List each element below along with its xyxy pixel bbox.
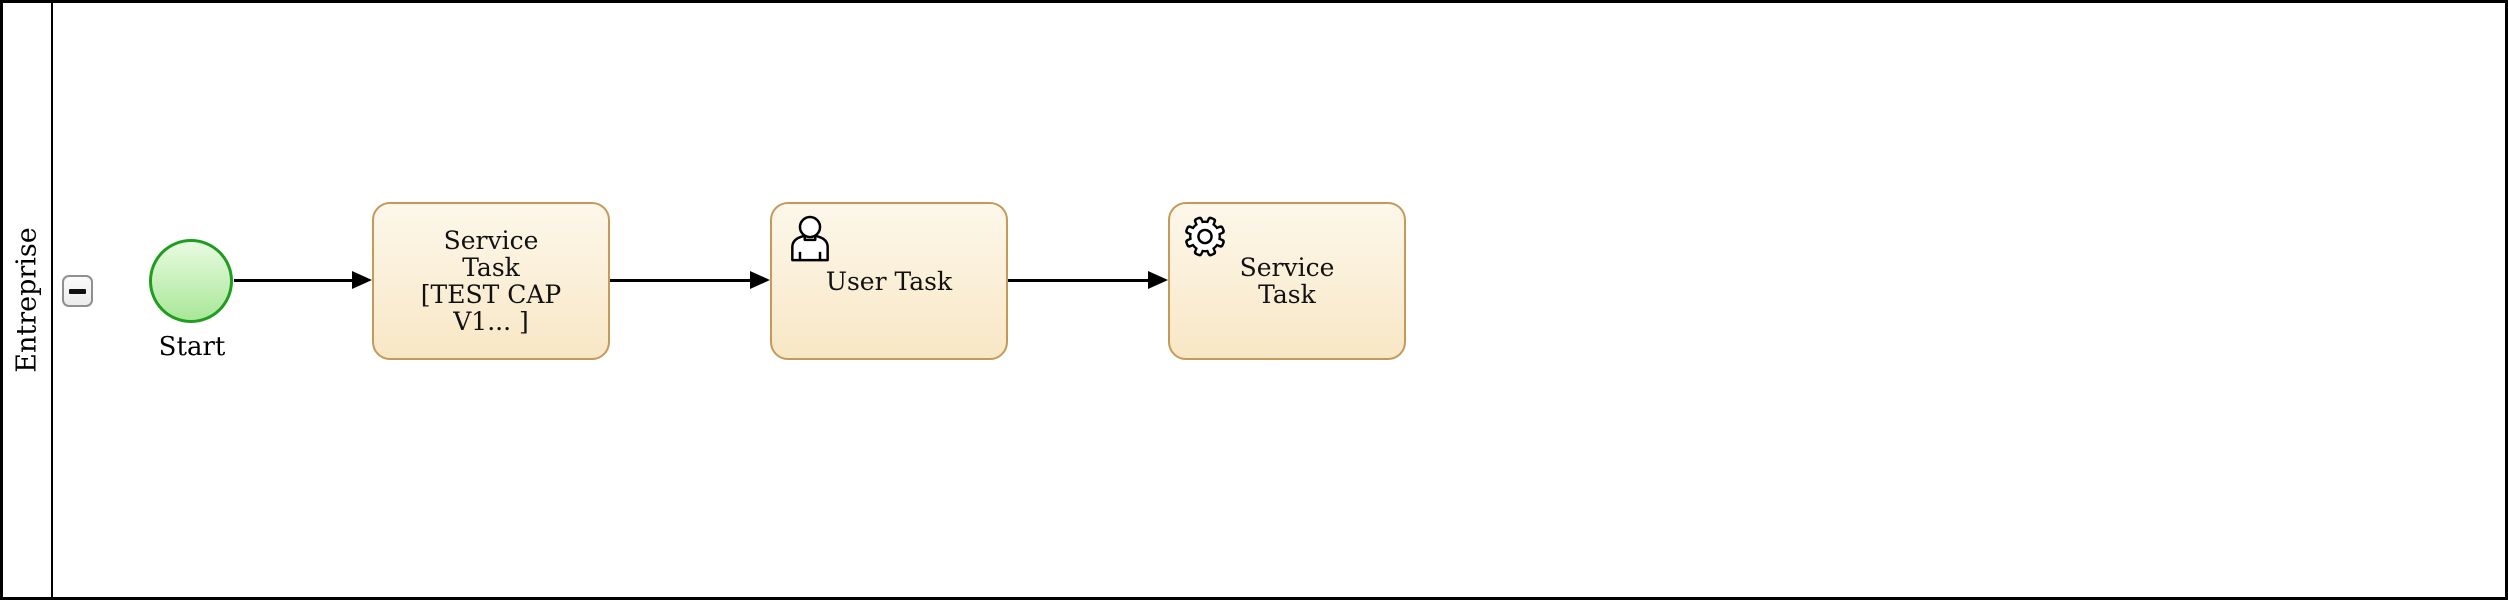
sequence-flow-3[interactable]	[1008, 271, 1168, 289]
flow-line	[234, 278, 353, 282]
pool-name: Entreprise	[11, 227, 43, 373]
arrowhead-icon	[352, 271, 372, 289]
pool-body: Start Service Task [TEST CAP V1... ]	[53, 3, 2505, 597]
user-icon	[791, 215, 829, 262]
task-service-2[interactable]: Service Task	[1168, 202, 1406, 360]
start-event-label: Start	[158, 332, 226, 362]
flow-line	[610, 278, 751, 282]
arrowhead-icon	[750, 271, 770, 289]
sequence-flow-1[interactable]	[234, 271, 372, 289]
task-label: Service Task	[1239, 253, 1335, 309]
task-user[interactable]: User Task	[770, 202, 1008, 360]
sequence-flow-2[interactable]	[610, 271, 770, 289]
arrowhead-icon	[1148, 271, 1168, 289]
start-event[interactable]	[149, 239, 233, 323]
pool-label-band[interactable]: Entreprise	[3, 3, 53, 597]
task-label: Service Task [TEST CAP V1... ]	[420, 226, 562, 336]
flow-line	[1008, 278, 1149, 282]
pool-collapse-button[interactable]	[62, 275, 93, 307]
task-label: User Task	[825, 266, 953, 296]
task-service-1[interactable]: Service Task [TEST CAP V1... ]	[372, 202, 610, 360]
gear-icon	[1185, 216, 1225, 257]
minus-icon	[69, 288, 86, 294]
